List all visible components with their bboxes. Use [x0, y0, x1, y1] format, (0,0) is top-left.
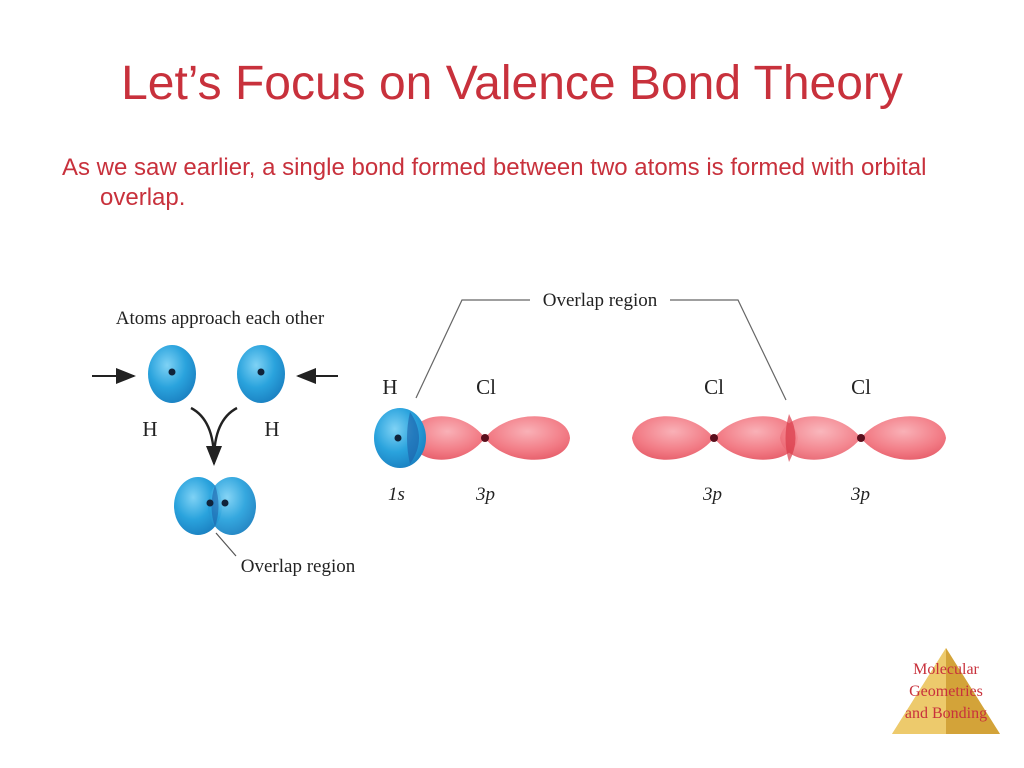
- overlap-label-right: Overlap region: [543, 290, 658, 311]
- footer-line-2: Geometries: [909, 683, 983, 700]
- h-atom-left: [148, 345, 196, 403]
- overlap-pointer-left: [215, 532, 237, 557]
- cl-3p-orbital-left: [632, 416, 798, 460]
- overlap-bracket-right: [670, 299, 787, 401]
- overlap-label-left: Overlap region: [241, 556, 356, 577]
- h-1s-orbital: [374, 408, 426, 468]
- hcl-h-label: H: [382, 375, 397, 399]
- clcl-3p-label-right: 3p: [850, 484, 870, 505]
- slide-title: Let’s Focus on Valence Bond Theory: [121, 57, 903, 110]
- hcl-1s-label: 1s: [388, 484, 405, 505]
- clcl-3p-label-left: 3p: [702, 484, 722, 505]
- hcl-3p-label: 3p: [475, 484, 495, 505]
- cl-3p-orbital-right: [780, 414, 946, 462]
- h-atom-right: [237, 345, 285, 403]
- clcl-cl-label-left: Cl: [704, 375, 724, 399]
- approach-label: Atoms approach each other: [116, 308, 325, 329]
- cl-3p-orbital-hcl: [410, 416, 570, 460]
- overlap-bracket: [415, 299, 530, 399]
- bullet-text: As we saw earlier, a single bond formed …: [62, 154, 927, 211]
- h-label-right: H: [264, 417, 279, 441]
- h2-overlap-molecule: [174, 477, 256, 535]
- footer-line-3: and Bonding: [904, 705, 988, 722]
- logo-triangle: [892, 648, 1000, 734]
- h-label-left: H: [142, 417, 157, 441]
- footer-line-1: Molecular: [913, 661, 979, 678]
- hcl-cl-label: Cl: [476, 375, 496, 399]
- clcl-cl-label-right: Cl: [851, 375, 871, 399]
- footer-logo-text: Molecular Geometries and Bonding: [884, 659, 1008, 725]
